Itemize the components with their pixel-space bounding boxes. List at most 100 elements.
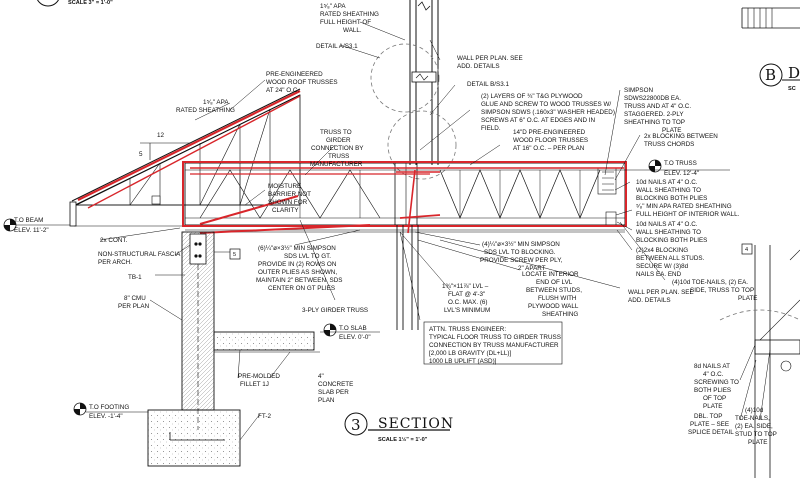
svg-text:SCREWING TO: SCREWING TO [694, 379, 739, 386]
note-lvl: 1¾"×11⅞" LVL – FLAT @ 4'-3" O.C. MAX. (6… [442, 283, 490, 314]
svg-text:MAINTAIN 2" BETWEEN. SDS: MAINTAIN 2" BETWEEN. SDS [256, 277, 342, 284]
note-roof-trusses: PRE-ENGINEERED WOOD ROOF TRUSSES AT 24" … [266, 71, 338, 94]
svg-text:4" O.C.: 4" O.C. [703, 371, 724, 378]
note-nails-8d: 8d NAILS AT 4" O.C. SCREWING TO BOTH PLI… [694, 363, 739, 410]
svg-text:FULL HEIGHT OF INTERIOR WALL.: FULL HEIGHT OF INTERIOR WALL. [636, 211, 740, 218]
svg-text:BLOCKING BOTH PLIES: BLOCKING BOTH PLIES [636, 195, 707, 202]
svg-text:WALL SHEATHING TO: WALL SHEATHING TO [636, 229, 701, 236]
tag-5: 5 [151, 195, 241, 260]
note-sds-right: (4)¼"ø×3½" MIN SIMPSON SDS LVL TO BLOCKI… [480, 240, 563, 272]
svg-text:BETWEEN STUDS,: BETWEEN STUDS, [526, 287, 582, 294]
svg-text:WALL SHEATHING TO: WALL SHEATHING TO [636, 187, 701, 194]
note-apa-interior: ⁵⁄₈" MIN APA RATED SHEATHING FULL HEIGHT… [636, 203, 740, 218]
elev-beam-label: T.O BEAM [14, 217, 43, 224]
svg-text:ATTN. TRUSS ENGINEER:: ATTN. TRUSS ENGINEER: [429, 326, 506, 333]
footing [147, 409, 241, 467]
note-blocking-chords: 2x BLOCKING BETWEEN TRUSS CHORDS [644, 133, 718, 148]
svg-text:TRUSS: TRUSS [328, 153, 349, 160]
svg-text:SLAB PER: SLAB PER [318, 389, 349, 396]
svg-text:PLATE: PLATE [748, 439, 767, 446]
svg-text:WOOD FLOOR TRUSSES: WOOD FLOOR TRUSSES [513, 137, 588, 144]
note-ft2: FT-2 [258, 413, 271, 420]
note-apa-sheathing-roof: 1⁵⁄₈" APA RATED SHEATHING [176, 99, 235, 114]
detail-b-bubble: B D SC [741, 7, 800, 92]
svg-text:PRE-MOLDED: PRE-MOLDED [238, 373, 280, 380]
svg-text:SDS LVL TO BLOCKING.: SDS LVL TO BLOCKING. [484, 249, 556, 256]
svg-text:RATED SHEATHING: RATED SHEATHING [320, 11, 379, 18]
svg-text:TRUSS AND AT 4" O.C.: TRUSS AND AT 4" O.C. [624, 103, 691, 110]
svg-text:(4)10d: (4)10d [745, 407, 764, 414]
note-nails-1: 10d NAILS AT 4" O.C. WALL SHEATHING TO B… [636, 179, 707, 202]
detail-b-letter: B [765, 66, 776, 84]
svg-text:FILLET 1J: FILLET 1J [240, 381, 269, 388]
note-wall-per-plan-top: WALL PER PLAN. SEE ADD. DETAILS [457, 55, 523, 70]
svg-text:1¾"×11⅞" LVL –: 1¾"×11⅞" LVL – [442, 283, 489, 290]
elevation-marker-footing: T.O FOOTING ELEV. -1'-4" [73, 402, 148, 420]
svg-text:O.C. MAX. (6): O.C. MAX. (6) [448, 299, 488, 306]
svg-text:WOOD ROOF TRUSSES: WOOD ROOF TRUSSES [266, 79, 338, 86]
note-cmu: 8" CMU PER PLAN [118, 295, 150, 310]
svg-text:SECURE W/ (3)8d: SECURE W/ (3)8d [636, 263, 689, 270]
svg-text:CONNECTION BY TRUSS MANUFACTUR: CONNECTION BY TRUSS MANUFACTURER [429, 342, 559, 349]
elevation-marker-beam: T.O BEAM ELEV. 11'-2" [3, 217, 70, 234]
svg-text:OF TOP: OF TOP [703, 395, 726, 402]
svg-text:(2) LAYERS OF ¾" T&G PLYWOOD: (2) LAYERS OF ¾" T&G PLYWOOD [481, 93, 583, 100]
svg-text:BLOCKING BOTH PLIES: BLOCKING BOTH PLIES [636, 237, 707, 244]
note-truss-to-girder: TRUSS TO GIRDER CONNECTION BY TRUSS MANU… [310, 129, 364, 168]
svg-text:PLATE: PLATE [662, 127, 681, 134]
svg-text:10d NAILS AT 4" O.C.: 10d NAILS AT 4" O.C. [636, 221, 698, 228]
leader-lines [99, 21, 771, 441]
section-scale: SCALE 1½" = 1'-0" [378, 436, 428, 443]
svg-text:SHEATHING TO TOP: SHEATHING TO TOP [624, 119, 685, 126]
svg-text:WALL PER PLAN. SEE: WALL PER PLAN. SEE [628, 289, 694, 296]
svg-text:[2,000 LB GRAVITY (DL+LL)]: [2,000 LB GRAVITY (DL+LL)] [429, 350, 511, 357]
tag-4: 4 [741, 243, 753, 255]
svg-text:WALL.: WALL. [343, 27, 362, 34]
svg-text:STAGGERED. 2-PLY: STAGGERED. 2-PLY [624, 111, 684, 118]
roof-slope-indicator: 12 5 [139, 132, 190, 160]
svg-text:ADD. DETAILS: ADD. DETAILS [457, 63, 500, 70]
svg-text:PER PLAN: PER PLAN [118, 303, 150, 310]
detail-b-circle [387, 110, 457, 180]
svg-text:5: 5 [233, 252, 236, 258]
svg-text:4": 4" [318, 373, 324, 380]
svg-text:PER ARCH.: PER ARCH. [98, 259, 132, 266]
slope-rise: 5 [139, 151, 143, 158]
elev-slab-value: ELEV. 0'-0" [339, 334, 371, 341]
note-sds-left: (6)¼"ø×3½" MIN SIMPSON SDS LVL TO GT. PR… [256, 244, 342, 292]
svg-text:OUTER PLIES AS SHOWN,: OUTER PLIES AS SHOWN, [258, 269, 337, 276]
floor-truss [184, 162, 626, 233]
note-apa-sheathing-top: 1⁵⁄₈" APA RATED SHEATHING FULL HEIGHT OF… [320, 3, 379, 34]
svg-text:AT 16" O.C. – PER PLAN: AT 16" O.C. – PER PLAN [513, 145, 585, 152]
elev-truss-label: T.O TRUSS [664, 160, 697, 167]
elev-slab-label: T.O SLAB [339, 325, 367, 332]
upper-wall [409, 0, 439, 165]
svg-text:PLATE – SEE: PLATE – SEE [690, 421, 729, 428]
svg-text:8d NAILS AT: 8d NAILS AT [694, 363, 730, 370]
svg-text:BARRIER NOT: BARRIER NOT [268, 191, 311, 198]
detail-b-scale-partial: SC [788, 86, 796, 92]
svg-text:SIDE, TRUSS TO TOP: SIDE, TRUSS TO TOP [690, 287, 754, 294]
note-plywood-layers: (2) LAYERS OF ¾" T&G PLYWOOD GLUE AND SC… [481, 93, 615, 132]
svg-text:SIMPSON SDWS (.160x3" WASHER H: SIMPSON SDWS (.160x3" WASHER HEADED) [481, 109, 615, 116]
svg-text:PLYWOOD WALL: PLYWOOD WALL [528, 303, 579, 310]
svg-text:(2) EA. SIDE,: (2) EA. SIDE, [735, 423, 773, 430]
svg-text:FIELD.: FIELD. [481, 125, 501, 132]
svg-text:1⁵⁄₈" APA: 1⁵⁄₈" APA [203, 99, 229, 106]
svg-text:1⁵⁄₈" APA: 1⁵⁄₈" APA [320, 3, 346, 10]
svg-text:TRUSS CHORDS: TRUSS CHORDS [644, 141, 694, 148]
svg-text:PLATE: PLATE [738, 295, 757, 302]
svg-text:1000 LB UPLIFT (ASD)]: 1000 LB UPLIFT (ASD)] [429, 358, 497, 365]
svg-text:WALL PER PLAN. SEE: WALL PER PLAN. SEE [457, 55, 523, 62]
svg-text:FLUSH WITH: FLUSH WITH [538, 295, 577, 302]
svg-text:PRE-ENGINEERED: PRE-ENGINEERED [266, 71, 323, 78]
svg-text:CLARITY: CLARITY [272, 207, 299, 214]
svg-text:GIRDER: GIRDER [326, 137, 351, 144]
note-tb1: TB-1 [128, 274, 142, 281]
elevation-marker-truss: T.O TRUSS ELEV. 12'-4" [625, 159, 730, 177]
svg-text:CONNECTION BY: CONNECTION BY [311, 145, 364, 152]
svg-text:AT 24" O.C.: AT 24" O.C. [266, 87, 299, 94]
note-dbl-plate: DBL. TOP PLATE – SEE SPLICE DETAIL [688, 413, 734, 436]
note-detail-a: DETAIL A/S3.1 [316, 43, 358, 50]
svg-text:CONCRETE: CONCRETE [318, 381, 353, 388]
